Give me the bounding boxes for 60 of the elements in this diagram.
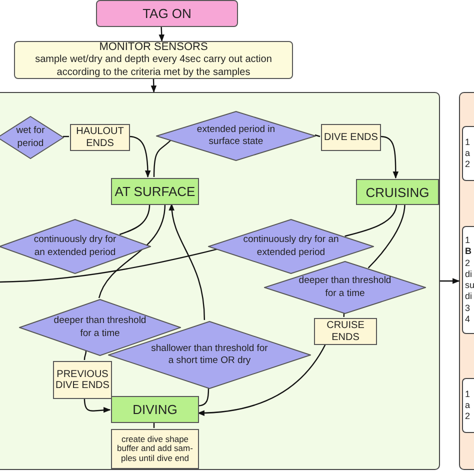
arrow xyxy=(150,78,157,93)
box-text: continuously dry for an extended period xyxy=(32,234,118,259)
decision-diamond xyxy=(156,111,316,161)
event-box xyxy=(53,361,112,399)
output-box xyxy=(462,378,474,433)
event-box xyxy=(70,124,130,151)
output-box xyxy=(462,126,474,181)
box-text: shallower than threshold for a short time OR dry xyxy=(150,342,269,368)
connector-line xyxy=(0,248,219,283)
box-text: AT SURFACE xyxy=(114,184,196,199)
start-box xyxy=(96,0,238,27)
box-text: extended period in surface state xyxy=(196,124,276,148)
box-text: CRUISING xyxy=(366,184,430,200)
state-box xyxy=(111,396,199,423)
box-text: 1 a 2 xyxy=(465,388,472,422)
state-box xyxy=(356,179,439,205)
event-box xyxy=(321,124,381,151)
box-text: create dive shape buffer and add sam- ples until dive end xyxy=(116,434,194,464)
output-panel xyxy=(459,92,474,470)
box-text: CRUISE ENDS xyxy=(326,320,366,343)
connector-line xyxy=(63,136,69,138)
connector-line xyxy=(153,140,172,177)
arrow xyxy=(169,203,206,320)
decision-diamond xyxy=(0,219,151,274)
box-heading: MONITOR SENSORS xyxy=(99,40,208,54)
state-box xyxy=(111,178,199,205)
arrow xyxy=(380,136,399,179)
box-text: deeper than threshold for a time xyxy=(52,315,148,340)
connector-line xyxy=(98,204,166,298)
box-text: sample wet/dry and depth every 4sec carry out action according to the criteria met by the samples xyxy=(34,54,273,80)
box-text: DIVE ENDS xyxy=(324,132,378,144)
box-text: TAG ON xyxy=(142,6,192,21)
connector-line xyxy=(198,388,210,406)
arrow xyxy=(158,26,164,42)
connector-line xyxy=(343,312,345,318)
output-box xyxy=(462,226,474,334)
arrow xyxy=(440,278,460,284)
connector-line xyxy=(84,350,87,360)
box-text: deeper than threshold for a time xyxy=(298,275,392,300)
process-box xyxy=(14,41,293,79)
connector-line xyxy=(153,422,155,428)
box-text: 1 B 2 di su di 3 4 xyxy=(465,235,474,325)
box-text: PREVIOUS DIVE ENDS xyxy=(54,368,110,392)
connector-line xyxy=(314,134,320,138)
connector-line xyxy=(119,204,150,236)
decision-diamond xyxy=(0,116,64,159)
arrow xyxy=(197,344,326,416)
arrow xyxy=(84,398,111,413)
event-box xyxy=(314,318,377,345)
connector-line xyxy=(344,204,398,237)
decision-diamond xyxy=(264,261,426,314)
connector-line xyxy=(368,204,406,268)
state-group-panel xyxy=(0,92,440,470)
box-text: wet for period xyxy=(15,125,46,150)
box-text: HAULOUT ENDS xyxy=(75,126,125,149)
arrow xyxy=(128,136,151,178)
box-text: 1 a 2 xyxy=(465,136,472,170)
event-box xyxy=(111,429,199,469)
box-text: continuously dry for an extended period xyxy=(242,234,340,259)
box-text: DIVING xyxy=(132,402,178,417)
